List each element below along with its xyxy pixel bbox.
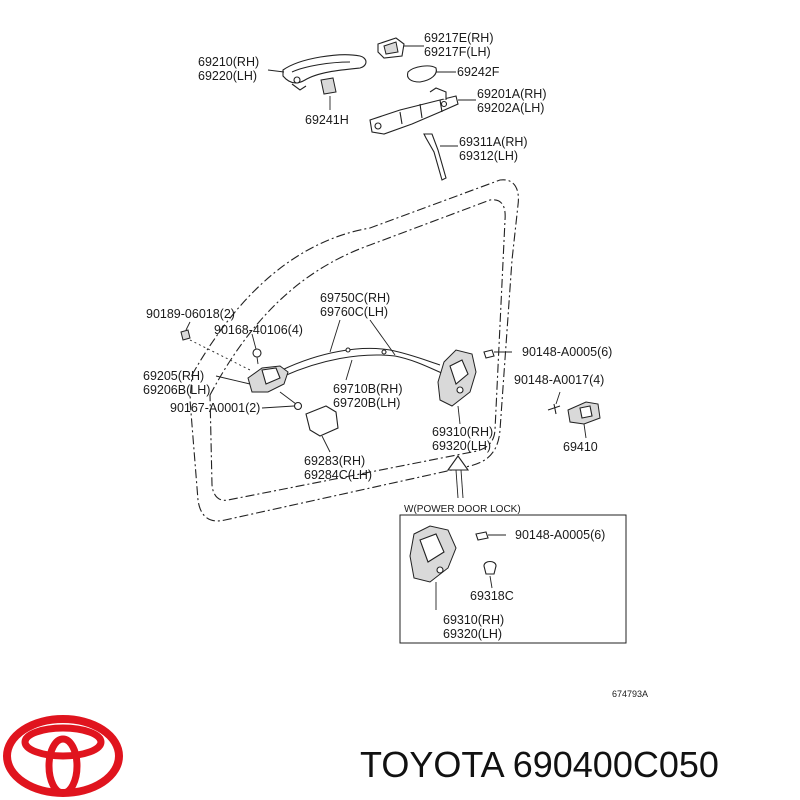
lock-rod (423, 133, 458, 181)
control-cables (281, 319, 445, 381)
label-69220: 69220(LH) (198, 69, 257, 83)
diagram-code: 674793A (612, 689, 648, 699)
label-90148a: 90148-A0005(6) (522, 345, 612, 359)
label-69201a: 69201A(RH) (477, 87, 546, 101)
label-69311a: 69311A(RH) (459, 135, 528, 149)
label-69750c: 69750C(RH) (320, 291, 390, 305)
handle-cap (377, 37, 424, 59)
brand-name: TOYOTA (360, 744, 505, 785)
label-90189: 90189-06018(2) (146, 307, 235, 321)
inset-title: W(POWER DOOR LOCK) (404, 504, 521, 515)
handle-frame (369, 87, 476, 135)
toyota-logo-icon (3, 715, 123, 797)
label-69283: 69283(RH) (304, 454, 365, 468)
label-69242f: 69242F (457, 65, 500, 79)
label-69284c: 69284C(LH) (304, 468, 372, 482)
label-90167: 90167-A0001(2) (170, 401, 260, 415)
label-69241h: 69241H (305, 113, 349, 127)
label-69710b: 69710B(RH) (333, 382, 402, 396)
label-69206b: 69206B(LH) (143, 383, 210, 397)
inset-label-69318c: 69318C (470, 589, 514, 603)
label-69202a: 69202A(LH) (477, 101, 544, 115)
striker (547, 391, 601, 439)
screw-90167 (261, 401, 303, 411)
label-69760c: 69760C(LH) (320, 305, 388, 319)
outside-handle (267, 54, 367, 91)
label-69217f: 69217F(LH) (424, 45, 491, 59)
door-outline (189, 179, 519, 522)
clip-nut (180, 321, 251, 371)
handle-bracket (320, 77, 337, 110)
door-lock-assembly (437, 349, 512, 425)
label-69210: 69210(RH) (198, 55, 259, 69)
label-69720b: 69720B(LH) (333, 396, 400, 410)
label-69310: 69310(RH) (432, 425, 493, 439)
label-69205: 69205(RH) (143, 369, 204, 383)
inset-label-90148: 90148-A0005(6) (515, 528, 605, 542)
brand-caption: TOYOTA 690400C050 (360, 744, 719, 785)
inset-box (399, 514, 627, 644)
screw-90168 (251, 333, 262, 365)
label-69312: 69312(LH) (459, 149, 518, 163)
label-69320: 69320(LH) (432, 439, 491, 453)
inside-handle (215, 365, 297, 405)
handle-cover (305, 405, 339, 453)
inset-label-69310: 69310(RH) (443, 613, 504, 627)
label-69217e: 69217E(RH) (424, 31, 493, 45)
inset-label-69320: 69320(LH) (443, 627, 502, 641)
handle-pad (406, 65, 456, 83)
label-69410: 69410 (563, 440, 598, 454)
label-90148b: 90148-A0017(4) (514, 373, 604, 387)
arrow-icon (446, 455, 470, 499)
label-90168: 90168-40106(4) (214, 323, 303, 337)
part-number: 690400C050 (513, 744, 719, 785)
